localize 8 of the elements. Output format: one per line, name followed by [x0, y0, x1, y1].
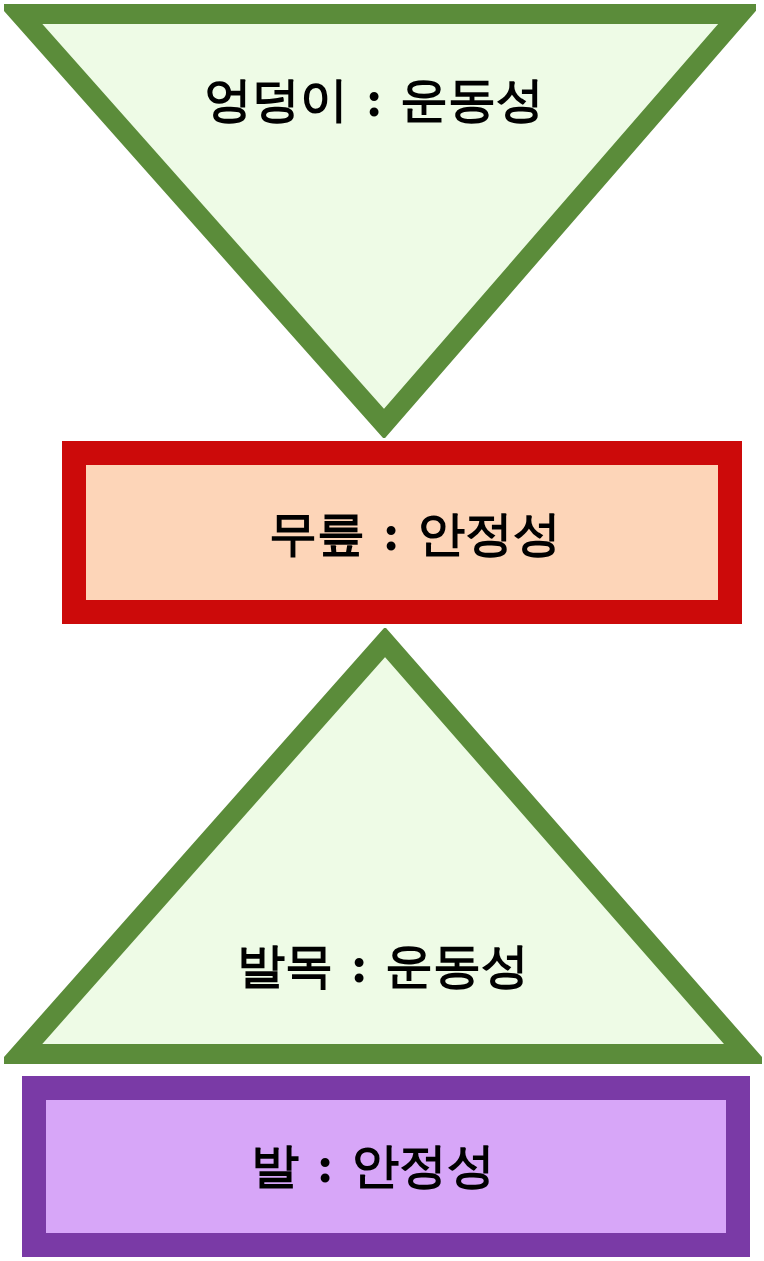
shape-label: 무릎 : 안정성 [269, 506, 561, 560]
shape-label: 발목 : 운동성 [237, 938, 529, 992]
inverted-triangle [4, 2, 756, 438]
rectangle-box [62, 441, 742, 624]
shape-label: 엉덩이 : 운동성 [204, 72, 544, 126]
shape-label: 발 : 안정성 [251, 1138, 495, 1192]
triangle [4, 628, 762, 1066]
rectangle-box [22, 1076, 750, 1257]
